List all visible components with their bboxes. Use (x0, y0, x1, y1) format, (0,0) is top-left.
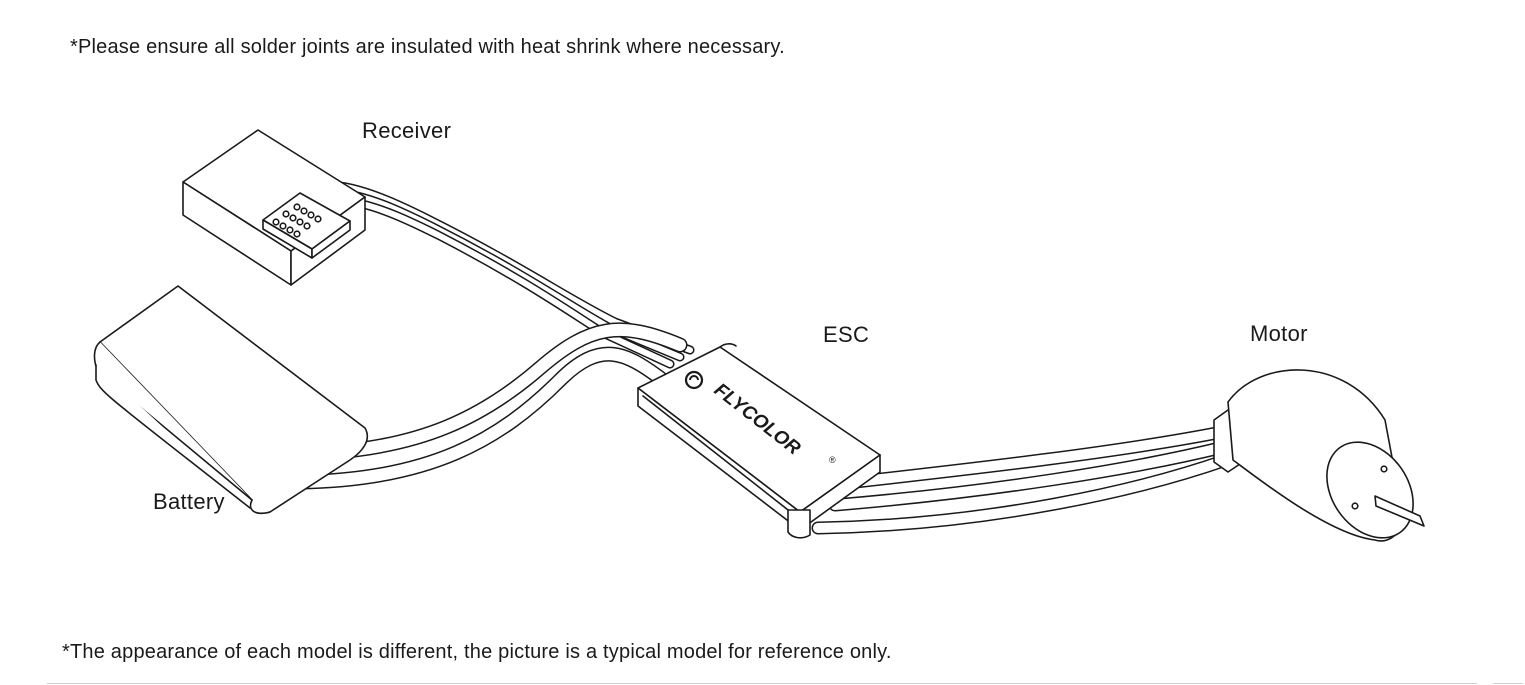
footer-divider (47, 683, 1477, 684)
esc-module (637, 343, 881, 539)
motor-wires (811, 425, 1233, 535)
footer-divider-end (1493, 683, 1523, 684)
battery-pack (93, 285, 369, 515)
esc-label: ESC (823, 322, 870, 347)
insulation-note: *Please ensure all solder joints are ins… (70, 36, 785, 58)
battery-label: Battery (153, 489, 225, 514)
esc-brand-registered-mark: ® (829, 455, 836, 465)
flycolor-logo (684, 370, 704, 390)
receiver-label: Receiver (362, 118, 452, 143)
receiver-pin-header (262, 192, 351, 259)
receiver-module (182, 129, 366, 286)
reference-note: *The appearance of each model is differe… (62, 641, 892, 663)
battery-power-wires (292, 322, 688, 490)
motor (1213, 369, 1425, 542)
motor-label: Motor (1250, 321, 1308, 346)
